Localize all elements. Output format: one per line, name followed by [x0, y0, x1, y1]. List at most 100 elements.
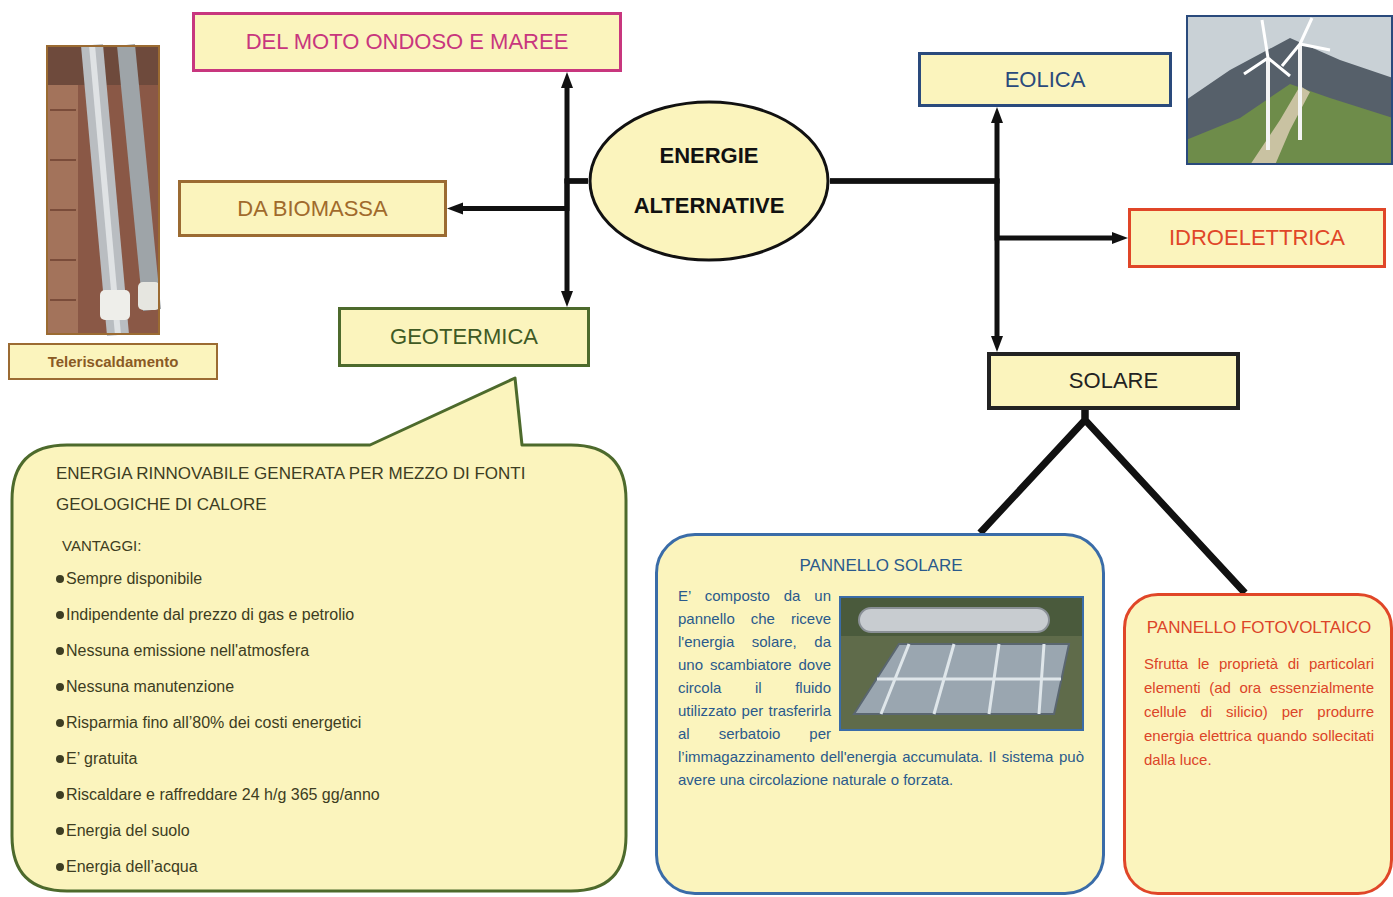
connector-line [567, 181, 588, 293]
bullet-text: Indipendente dal prezzo di gas e petroli… [66, 597, 354, 633]
photo-ground [46, 45, 160, 335]
ellipse-outline [588, 100, 830, 262]
callout-outline [10, 375, 628, 895]
panel-heading: PANNELLO SOLARE [678, 554, 1084, 578]
box-label: DA BIOMASSA [237, 196, 387, 222]
bullet-dot [56, 755, 64, 763]
pipe [126, 45, 152, 310]
bullet-text: Nessuna manutenzione [66, 669, 234, 705]
arrow-head [1112, 232, 1128, 244]
connector [830, 181, 1128, 244]
solar-panel-photo [839, 596, 1084, 731]
arrow-head [561, 291, 573, 307]
bullet-dot [56, 719, 64, 727]
energy-box: DA BIOMASSA [178, 180, 447, 237]
energy-box: IDROELETTRICA [1128, 208, 1386, 268]
energy-box: DEL MOTO ONDOSO E MAREE [192, 12, 622, 72]
box-label: EOLICA [1005, 67, 1086, 93]
bullet-row: Risparmia fino all’80% dei costi energet… [56, 705, 588, 741]
bullet-row: Indipendente dal prezzo di gas e petroli… [56, 597, 588, 633]
connector [1085, 410, 1245, 593]
bullet-row: Energia dell’acqua [56, 849, 588, 885]
callout-bubble: ENERGIA RINNOVABILE GENERATA PER MEZZO D… [10, 375, 628, 895]
panel-heading: PANNELLO FOTOVOLTAICO [1144, 610, 1374, 646]
turbine-blades [1282, 18, 1330, 66]
bullet-row: Riscaldare e raffreddare 24 h/g 365 gg/a… [56, 777, 588, 813]
central-title: ENERGIE ALTERNATIVE [624, 131, 794, 231]
connector [830, 181, 1003, 352]
pipe-joint [138, 282, 160, 310]
callout-shape [12, 378, 626, 891]
callout-heading: ENERGIA RINNOVABILE GENERATA PER MEZZO D… [56, 458, 556, 520]
info-panel: PANNELLO FOTOVOLTAICO Sfrutta le propriet… [1123, 593, 1393, 895]
photo-hill [1186, 84, 1393, 165]
info-panel: PANNELLO SOLARE E’ composto da un pannell… [655, 533, 1105, 895]
arrow-head [991, 107, 1003, 123]
bullet-text: Risparmia fino all’80% dei costi energet… [66, 705, 361, 741]
bullet-dot [56, 575, 64, 583]
photo-bricks [50, 110, 76, 300]
arrow-head [561, 72, 573, 88]
bullet-dot [56, 647, 64, 655]
photo-frame [47, 46, 159, 334]
bullet-dot [56, 791, 64, 799]
ellipse-shape [590, 102, 828, 260]
bullet-text: Riscaldare e raffreddare 24 h/g 365 gg/a… [66, 777, 380, 813]
bullet-text: Nessuna emissione nell'atmosfera [66, 633, 309, 669]
energy-box: EOLICA [918, 52, 1172, 107]
box-label: Teleriscaldamento [48, 353, 179, 370]
photo-sky [1186, 15, 1393, 165]
bullet-dot [56, 611, 64, 619]
box-label: SOLARE [1069, 368, 1158, 394]
callout-subheading: VANTAGGI: [62, 530, 588, 561]
panel-surface [854, 644, 1069, 714]
bullet-text: Sempre disponibile [66, 561, 202, 597]
bullet-row: Energia del suolo [56, 813, 588, 849]
bullet-dot [56, 827, 64, 835]
turbine-tower [1266, 58, 1270, 150]
connector-line [567, 86, 588, 181]
connector [561, 181, 588, 307]
connector [561, 72, 588, 181]
arrow-head [447, 203, 463, 215]
bullet-row: E’ gratuita [56, 741, 588, 777]
pipe-joint [100, 290, 130, 320]
box-label: GEOTERMICA [390, 324, 538, 350]
box-label: IDROELETTRICA [1169, 225, 1345, 251]
connector-line [830, 121, 997, 181]
wind-photo [1186, 15, 1393, 165]
arrow-head [991, 336, 1003, 352]
turbine-tower [1298, 44, 1302, 140]
bullet-dot [56, 683, 64, 691]
storage-tank [859, 608, 1049, 632]
connector-line [980, 410, 1085, 533]
bullet-text: Energia del suolo [66, 813, 190, 849]
bullet-row: Nessuna manutenzione [56, 669, 588, 705]
central-ellipse: ENERGIE ALTERNATIVE [588, 100, 830, 262]
panel-body: Sfrutta le proprietà di particolari elem… [1144, 652, 1374, 772]
bullet-row: Nessuna emissione nell'atmosfera [56, 633, 588, 669]
connector-line [830, 181, 997, 338]
bullet-text: E’ gratuita [66, 741, 137, 777]
panel-grid [877, 644, 1061, 714]
turbine-blades [1244, 20, 1290, 76]
photo-ground [839, 596, 1084, 731]
photo-frame [1187, 16, 1392, 164]
energy-box: SOLARE [987, 352, 1240, 410]
district-heating-photo [46, 45, 160, 335]
photo-wall [46, 45, 78, 335]
connector-line [830, 181, 1114, 238]
box-label: DEL MOTO ONDOSO E MAREE [246, 29, 569, 55]
connector-line [1085, 410, 1245, 593]
bullet-dot [56, 863, 64, 871]
connector [830, 107, 1003, 181]
bullet-text: Energia dell’acqua [66, 849, 198, 885]
bullet-row: Sempre disponibile [56, 561, 588, 597]
panel-body: E’ composto da un pannello che riceve l'… [678, 584, 1084, 791]
photo-caption-box: Teleriscaldamento [8, 343, 218, 380]
energy-box: GEOTERMICA [338, 307, 590, 367]
connector [980, 410, 1085, 533]
photo-frame [840, 597, 1083, 730]
photo-foliage [839, 596, 1084, 636]
